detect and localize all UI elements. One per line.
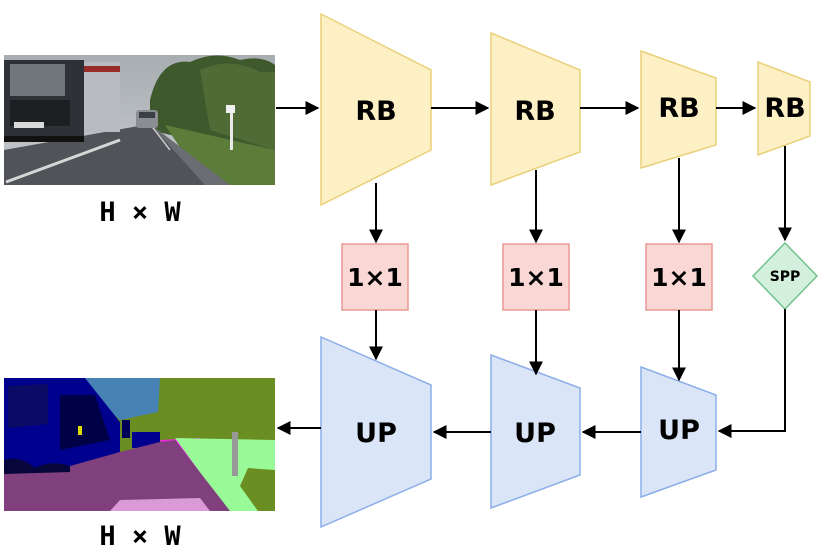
lateral-conv-1-label: 1×1 bbox=[347, 263, 403, 292]
input-street-image bbox=[4, 55, 275, 185]
encoder-block-2-label: RB bbox=[514, 96, 555, 127]
encoder-block-1: RB bbox=[320, 12, 432, 207]
output-dimension-label: H × W bbox=[99, 521, 181, 552]
lateral-conv-3-label: 1×1 bbox=[651, 263, 707, 292]
encoder-block-4-label: RB bbox=[764, 93, 805, 124]
decoder-block-3: UP bbox=[640, 365, 717, 499]
decoder-block-2-label: UP bbox=[514, 418, 556, 449]
lateral-conv-2-label: 1×1 bbox=[508, 263, 564, 292]
output-segmentation-image bbox=[4, 378, 275, 511]
arrow-spp-to-up3 bbox=[717, 309, 786, 438]
encoder-block-4: RB bbox=[757, 60, 811, 157]
spp-block-label: SPP bbox=[770, 269, 801, 285]
encoder-block-1-label: RB bbox=[355, 96, 396, 127]
decoder-block-1-label: UP bbox=[355, 418, 397, 449]
lateral-conv-3: 1×1 bbox=[645, 243, 713, 311]
decoder-block-3-label: UP bbox=[658, 415, 700, 446]
decoder-block-2: UP bbox=[490, 353, 581, 510]
spp-block: SPP bbox=[751, 241, 819, 311]
lateral-conv-2: 1×1 bbox=[502, 243, 570, 311]
lateral-conv-1: 1×1 bbox=[341, 243, 409, 311]
encoder-block-2: RB bbox=[490, 31, 581, 187]
encoder-block-3-label: RB bbox=[658, 93, 699, 124]
input-dimension-label: H × W bbox=[99, 197, 181, 228]
decoder-block-1: UP bbox=[320, 335, 432, 529]
encoder-block-3: RB bbox=[640, 49, 717, 170]
